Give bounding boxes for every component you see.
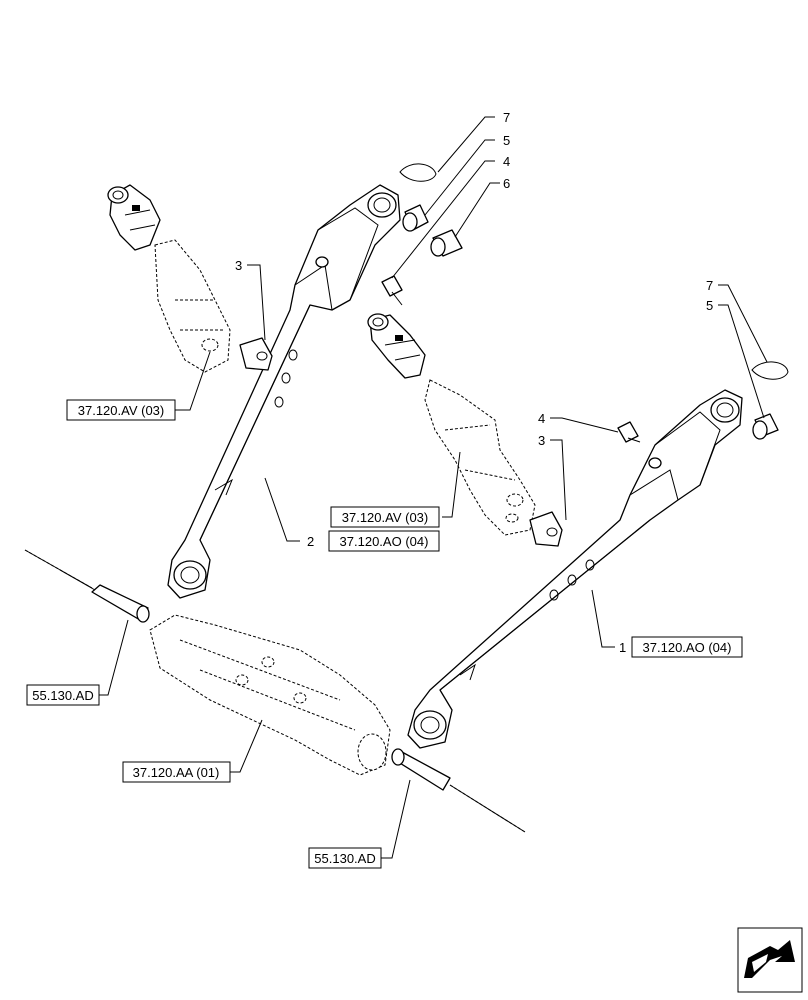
pin-top (381, 275, 403, 306)
spring-clip-top (399, 163, 437, 182)
item-number-3-right: 3 (538, 433, 545, 448)
housing (149, 614, 391, 776)
callout-ad-bottom[interactable]: 55.130.AD (308, 847, 382, 869)
item-number-4-right: 4 (538, 411, 545, 426)
callout-ao-right-label: 37.120.AO (04) (643, 640, 732, 655)
lift-link-left (167, 184, 401, 599)
item-number-3-left: 3 (235, 258, 242, 273)
callout-av-mid[interactable]: 37.120.AV (03) (330, 506, 440, 528)
item-number-5-top: 5 (503, 133, 510, 148)
bushing-right (752, 413, 779, 440)
callout-ao-right[interactable]: 37.120.AO (04) (631, 636, 743, 658)
item-number-5-right: 5 (706, 298, 713, 313)
item-number-4-top: 4 (503, 154, 510, 169)
item-number-2: 2 (307, 534, 314, 549)
callout-av-left-label: 37.120.AV (03) (78, 403, 164, 418)
bushing-top (402, 204, 429, 232)
callout-ao-left[interactable]: 37.120.AO (04) (328, 530, 440, 552)
sensor-pin-top (24, 549, 150, 623)
item-number-6: 6 (503, 176, 510, 191)
block-right (529, 511, 563, 547)
stabilizer-left (107, 184, 231, 373)
item-number-7-top: 7 (503, 110, 510, 125)
item-number-1: 1 (619, 640, 626, 655)
next-page-arrow-icon[interactable] (737, 927, 803, 993)
callout-ao-left-label: 37.120.AO (04) (340, 534, 429, 549)
pin-right (617, 421, 641, 443)
stabilizer-middle (367, 313, 536, 536)
callout-ad-top[interactable]: 55.130.AD (26, 684, 100, 706)
callout-aa-label: 37.120.AA (01) (133, 765, 220, 780)
leader-lines (98, 116, 768, 859)
callout-ad-bottom-label: 55.130.AD (314, 851, 375, 866)
spring-clip-right (751, 361, 789, 380)
callout-ad-top-label: 55.130.AD (32, 688, 93, 703)
callout-av-mid-label: 37.120.AV (03) (342, 510, 428, 525)
sensor-pin-bottom (391, 748, 526, 833)
item-numbers: 7 5 4 6 3 7 5 4 3 2 1 (235, 110, 713, 655)
callout-av-left[interactable]: 37.120.AV (03) (66, 399, 176, 421)
item-number-7-right: 7 (706, 278, 713, 293)
callout-aa[interactable]: 37.120.AA (01) (122, 761, 231, 783)
lift-link-right (407, 389, 743, 749)
block-left (239, 337, 273, 371)
